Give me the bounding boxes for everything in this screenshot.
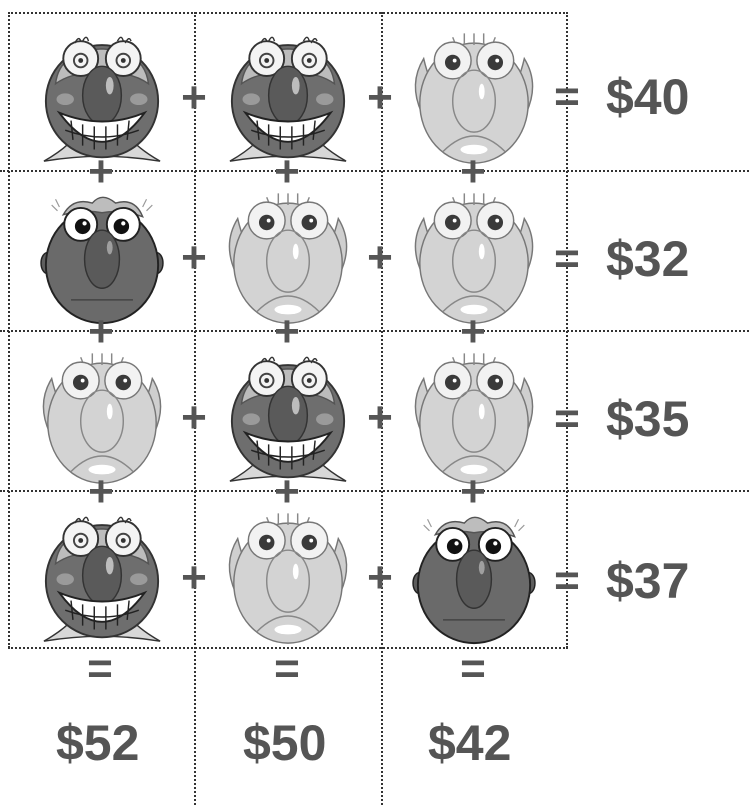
- dark-round-face-icon: [22, 176, 182, 326]
- grid-line: [8, 12, 568, 14]
- pale-owl-icon: [394, 176, 554, 326]
- row-equals-sign: =: [545, 237, 589, 281]
- grinning-creature-icon: [208, 336, 368, 486]
- column-equals-sign: =: [451, 647, 495, 691]
- dark-round-face-tile: [22, 176, 182, 326]
- column-equals-sign: =: [78, 647, 122, 691]
- grinning-creature-icon: [208, 16, 368, 166]
- row-total: $40: [606, 72, 689, 122]
- pale-owl-icon: [394, 16, 554, 166]
- grinning-creature-tile: [22, 496, 182, 646]
- row-equals-sign: =: [545, 559, 589, 603]
- column-total: $50: [243, 718, 326, 768]
- pale-owl-tile: [394, 16, 554, 166]
- row-total: $32: [606, 234, 689, 284]
- column-equals-sign: =: [265, 647, 309, 691]
- column-total: $52: [56, 718, 139, 768]
- row-total: $37: [606, 556, 689, 606]
- pale-owl-tile: [394, 176, 554, 326]
- grinning-creature-tile: [208, 16, 368, 166]
- row-total: $35: [606, 394, 689, 444]
- dark-round-face-tile: [394, 496, 554, 646]
- pale-owl-icon: [208, 176, 368, 326]
- grinning-creature-icon: [22, 16, 182, 166]
- row-equals-sign: =: [545, 397, 589, 441]
- grinning-creature-tile: [22, 16, 182, 166]
- dark-round-face-icon: [394, 496, 554, 646]
- grinning-creature-icon: [22, 496, 182, 646]
- grinning-creature-tile: [208, 336, 368, 486]
- row-equals-sign: =: [545, 75, 589, 119]
- pale-owl-icon: [394, 336, 554, 486]
- pale-owl-icon: [22, 336, 182, 486]
- pale-owl-tile: [394, 336, 554, 486]
- grid-line: [8, 12, 10, 648]
- pale-owl-icon: [208, 496, 368, 646]
- pale-owl-tile: [208, 176, 368, 326]
- pale-owl-tile: [22, 336, 182, 486]
- column-total: $42: [428, 718, 511, 768]
- pale-owl-tile: [208, 496, 368, 646]
